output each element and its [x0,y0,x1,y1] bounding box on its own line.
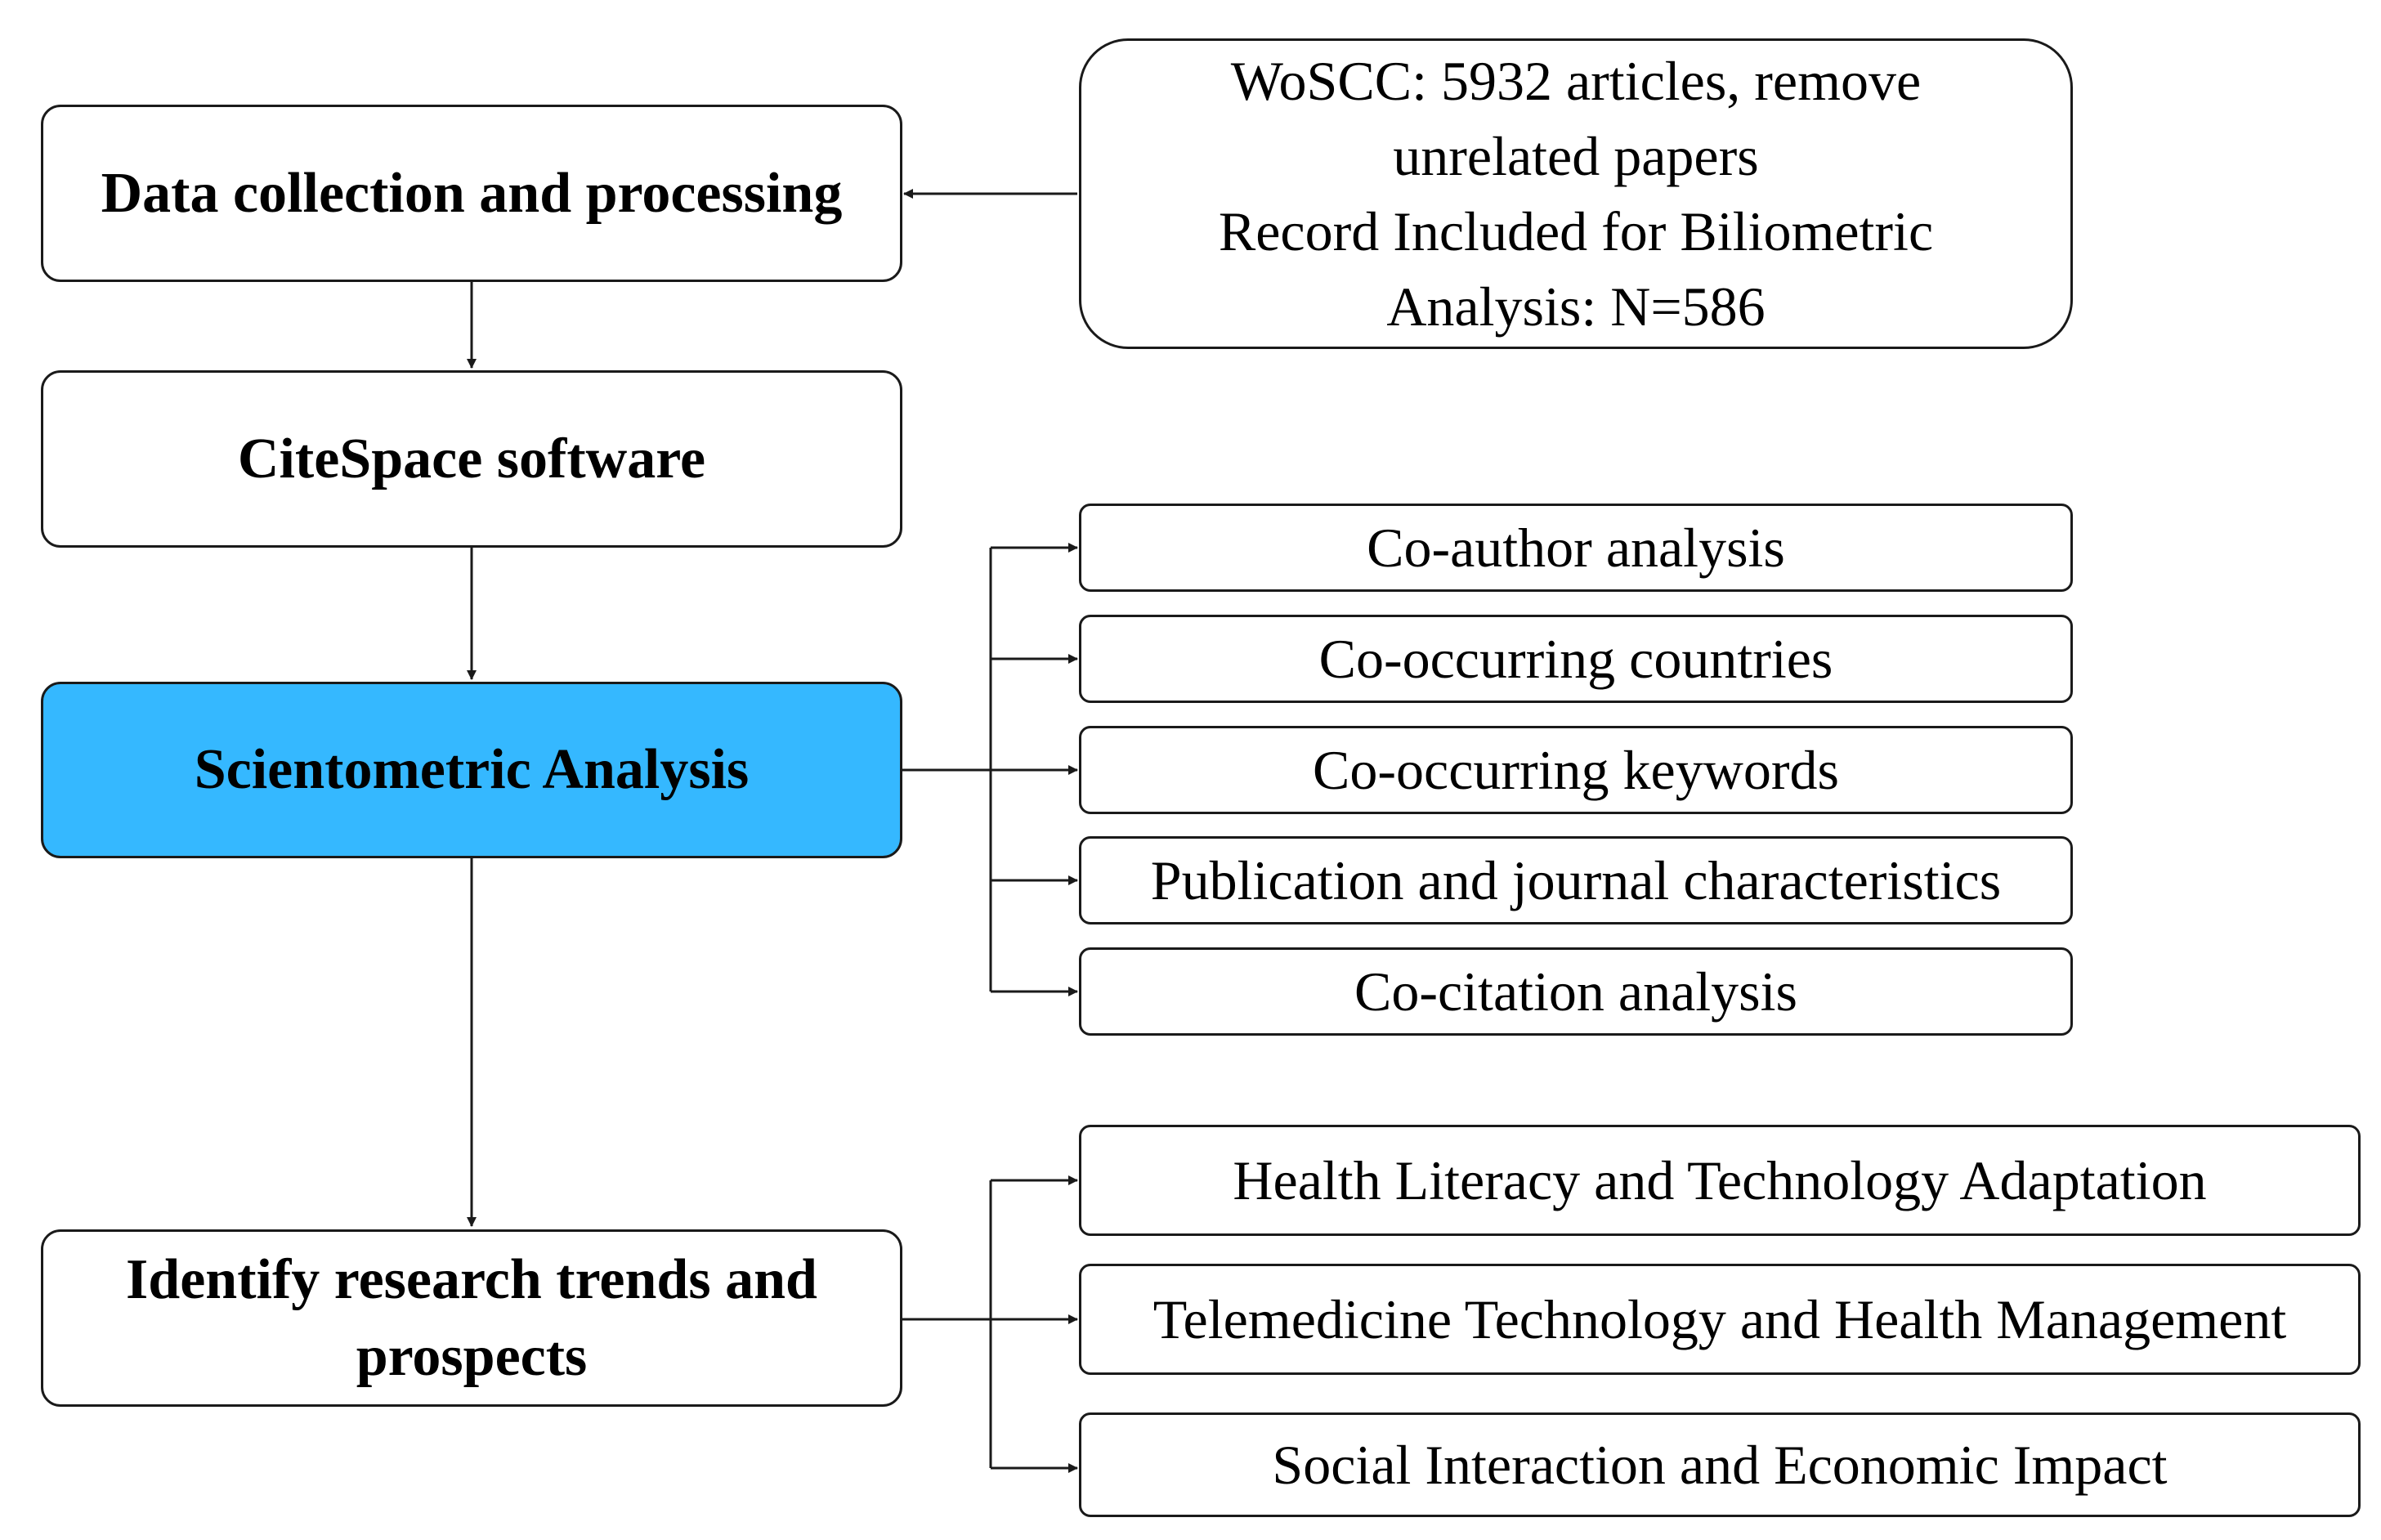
analysis-co-occurring-countries-label: Co-occurring countries [1318,628,1833,690]
trend-social-interaction-box: Social Interaction and Economic Impact [1079,1412,2361,1517]
source-line-3: Record Included for Biliometric [1218,200,1934,262]
analysis-co-citation-box: Co-citation analysis [1079,947,2073,1036]
trend-telemedicine-label: Telemedicine Technology and Health Manag… [1152,1288,2287,1350]
analysis-co-occurring-countries-box: Co-occurring countries [1079,615,2073,703]
identify-trends-label: Identify research trends and prospects [126,1247,817,1388]
trend-health-literacy-box: Health Literacy and Technology Adaptatio… [1079,1125,2361,1236]
identify-trends-box: Identify research trends and prospects [41,1229,902,1407]
analysis-publication-journal-label: Publication and journal characteristics [1150,849,2002,911]
source-line-2: unrelated papers [1393,125,1759,187]
analysis-co-occurring-keywords-box: Co-occurring keywords [1079,726,2073,814]
source-line-1: WoSCC: 5932 articles, remove [1230,50,1922,112]
analysis-co-citation-label: Co-citation analysis [1354,960,1797,1023]
trend-telemedicine-box: Telemedicine Technology and Health Manag… [1079,1264,2361,1375]
data-collection-box: Data collection and processing [41,105,902,282]
scientometric-analysis-label: Scientometric Analysis [194,738,750,801]
data-collection-label: Data collection and processing [101,161,843,225]
analysis-co-author-label: Co-author analysis [1367,517,1785,579]
analysis-co-occurring-keywords-label: Co-occurring keywords [1313,739,1839,801]
trend-health-literacy-label: Health Literacy and Technology Adaptatio… [1233,1149,2207,1211]
scientometric-analysis-box: Scientometric Analysis [41,682,902,858]
trend-social-interaction-label: Social Interaction and Economic Impact [1272,1434,2168,1496]
citespace-label: CiteSpace software [237,427,706,490]
analysis-co-author-box: Co-author analysis [1079,504,2073,592]
analysis-publication-journal-box: Publication and journal characteristics [1079,836,2073,924]
source-line-4: Analysis: N=586 [1386,275,1766,338]
source-data-box: WoSCC: 5932 articles, remove unrelated p… [1079,38,2073,349]
citespace-box: CiteSpace software [41,370,902,548]
